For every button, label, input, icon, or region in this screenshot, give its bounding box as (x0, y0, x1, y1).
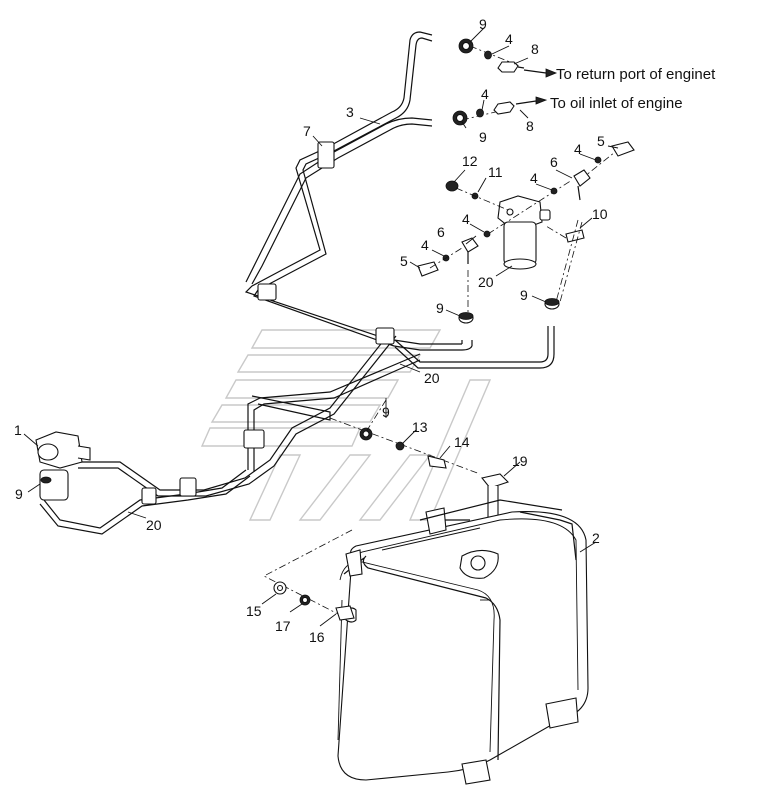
callout-13: 13 (412, 419, 428, 435)
callout-5: 5 (400, 253, 408, 269)
callout-4: 4 (481, 86, 489, 102)
fuel-return-pipe (244, 31, 433, 347)
callout-14: 14 (454, 434, 470, 450)
callout-4: 4 (421, 237, 429, 253)
callout-3: 3 (346, 104, 354, 120)
upper-fuel-filter (417, 141, 635, 324)
callout-20: 20 (424, 370, 440, 386)
callout-1: 1 (14, 422, 22, 438)
clamp-icon (257, 283, 277, 301)
callout-4: 4 (505, 31, 513, 47)
clamp-icon (243, 429, 265, 449)
callout-20: 20 (146, 517, 162, 533)
callout-9: 9 (15, 486, 23, 502)
clamp-icon (375, 327, 395, 345)
watermark (200, 329, 492, 521)
callout-7: 7 (303, 123, 311, 139)
callout-9: 9 (479, 16, 487, 32)
callout-15: 15 (246, 603, 262, 619)
callout-11: 11 (488, 164, 503, 180)
fuel-tank (337, 499, 589, 785)
callout-8: 8 (531, 41, 539, 57)
note-return-port: To return port of enginet (556, 66, 716, 83)
callout-19: 19 (512, 453, 528, 469)
callout-2: 2 (592, 530, 600, 546)
clamp-icon (179, 477, 197, 497)
callout-12: 12 (462, 153, 478, 169)
callout-9: 9 (479, 129, 487, 145)
callout-4: 4 (574, 141, 582, 157)
clamp-7-icon (317, 141, 335, 169)
callout-labels: 9 4 8 3 4 9 8 7 5 4 12 11 6 4 10 4 6 4 5… (14, 16, 608, 645)
note-oil-inlet: To oil inlet of engine (550, 95, 683, 112)
left-fuel-filter (35, 431, 91, 501)
callout-9: 9 (520, 287, 528, 303)
clamp-icon (141, 487, 157, 505)
drain-parts (263, 529, 355, 621)
callout-10: 10 (592, 206, 608, 222)
callout-6: 6 (437, 224, 445, 240)
callout-4: 4 (530, 170, 538, 186)
callout-17: 17 (275, 618, 291, 634)
callout-20: 20 (478, 274, 494, 290)
callout-9: 9 (436, 300, 444, 316)
callout-16: 16 (309, 629, 325, 645)
callout-5: 5 (597, 133, 605, 149)
callout-6: 6 (550, 154, 558, 170)
callout-9: 9 (382, 404, 390, 420)
leader-lines (23, 27, 619, 627)
pipe-clamps (141, 141, 395, 505)
callout-4: 4 (462, 211, 470, 227)
callout-8: 8 (526, 118, 534, 134)
top-fittings (452, 38, 558, 126)
